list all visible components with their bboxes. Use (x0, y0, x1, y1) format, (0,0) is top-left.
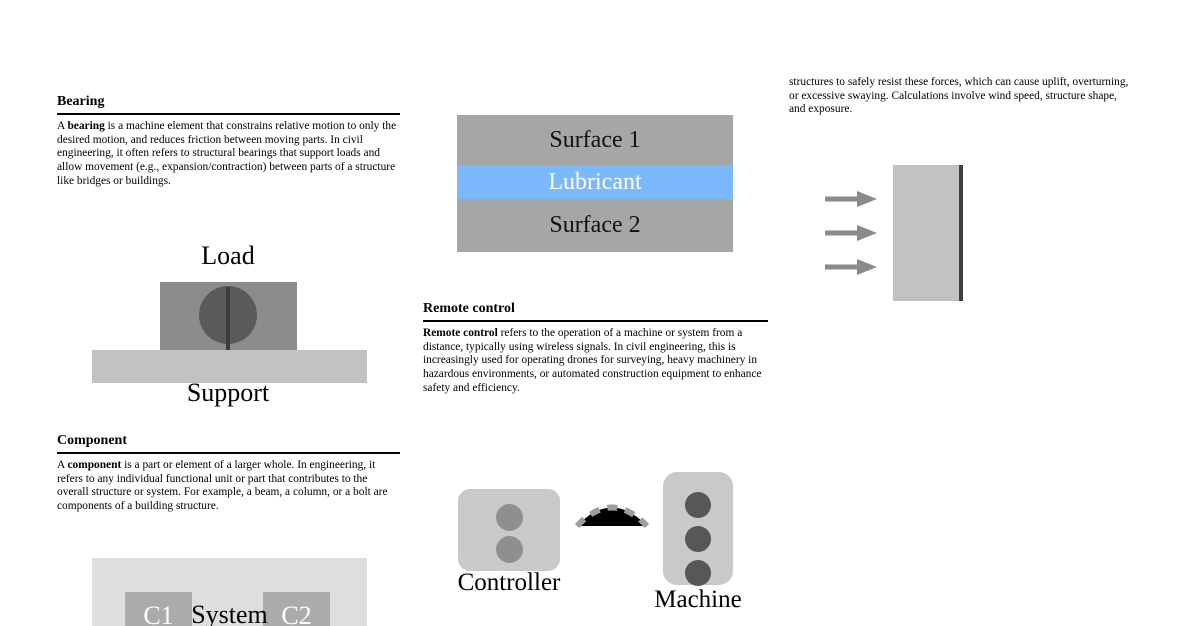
lubrication-diagram: Surface 1 Lubricant Surface 2 (457, 115, 733, 252)
component-c2-box (263, 592, 330, 626)
bearing-pin (226, 287, 230, 350)
bearing-paragraph: A bearing is a machine element that cons… (57, 120, 400, 189)
system-label: System (191, 600, 268, 626)
c1-label: C1 (143, 601, 174, 626)
bearing-support-bar (92, 350, 367, 383)
section-bearing: Bearing A bearing is a machine element t… (57, 94, 400, 189)
controller-button-icon (496, 536, 523, 563)
machine-dot-icon (685, 560, 711, 586)
building-windward-edge (959, 165, 963, 301)
support-label: Support (186, 378, 270, 407)
section-wind-load: structures to safely resist these forces… (789, 76, 1134, 117)
c2-label: C2 (281, 601, 312, 626)
component-heading: Component (57, 433, 400, 454)
surface2-band: Surface 2 (457, 199, 733, 252)
component-term-bold: component (67, 459, 122, 471)
wind-load-paragraph: structures to safely resist these forces… (789, 76, 1129, 116)
building-block (893, 165, 959, 301)
component-c1-box (125, 592, 192, 626)
controller-button-icon (496, 504, 523, 531)
remote-text-rest: refers to the operation of a machine or … (423, 327, 762, 394)
machine-dot-icon (685, 492, 711, 518)
controller-label: Controller (457, 569, 561, 596)
section-component: Component A component is a part or eleme… (57, 433, 400, 514)
wind-arrow-icon (825, 191, 877, 207)
bearing-text-rest: is a machine element that constrains rel… (57, 120, 397, 187)
bearing-text-pre: A (57, 120, 68, 132)
machine-label: Machine (654, 586, 742, 613)
load-label: Load (201, 241, 255, 270)
machine-dot-icon (685, 526, 711, 552)
lubricant-band: Lubricant (457, 165, 733, 199)
bearing-term-bold: bearing (67, 120, 105, 132)
section-remote-control: Remote control Remote control refers to … (423, 301, 768, 396)
remote-control-paragraph: Remote control refers to the operation o… (423, 327, 768, 396)
remote-term-bold: Remote control (423, 327, 498, 339)
bearing-heading: Bearing (57, 94, 400, 115)
remote-control-heading: Remote control (423, 301, 768, 322)
surface1-band: Surface 1 (457, 115, 733, 165)
component-text-pre: A (57, 459, 68, 471)
wind-arrow-icon (825, 225, 877, 241)
wind-arrow-icon (825, 259, 877, 275)
component-paragraph: A component is a part or element of a la… (57, 459, 400, 514)
wireless-signal-icon (574, 504, 650, 529)
component-text-rest: is a part or element of a larger whole. … (57, 459, 388, 513)
